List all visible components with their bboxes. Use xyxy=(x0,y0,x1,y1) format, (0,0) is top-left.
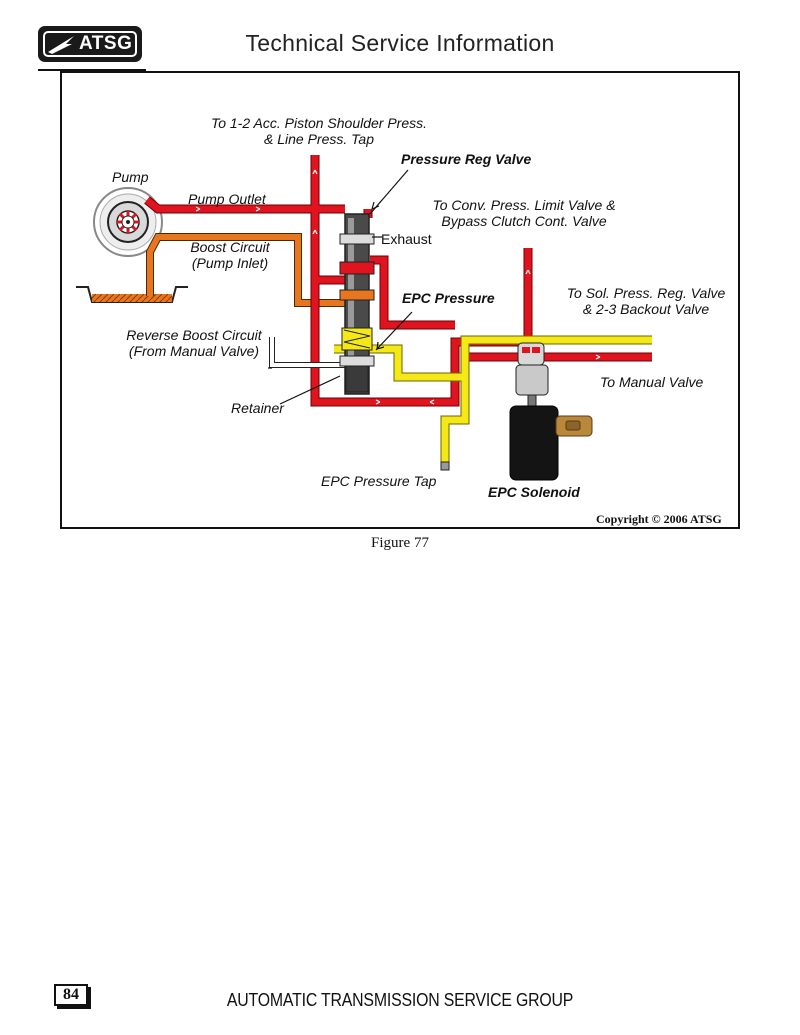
label-pump: Pump xyxy=(112,169,149,185)
pump xyxy=(93,187,163,257)
hydraulic-diagram xyxy=(76,155,652,481)
pressure-reg-valve xyxy=(339,213,375,395)
label-exhaust: Exhaust xyxy=(381,231,432,247)
label-boost-circuit: Boost Circuit (Pump Inlet) xyxy=(180,239,280,271)
label-conv-press-line1: To Conv. Press. Limit Valve & xyxy=(432,197,616,213)
logo-bird-icon xyxy=(48,36,74,54)
callout-leaders xyxy=(268,169,413,405)
label-boost-circuit-line1: Boost Circuit xyxy=(190,239,270,255)
label-reverse-boost-line2: (From Manual Valve) xyxy=(128,343,260,359)
reverse-boost-passage xyxy=(269,337,345,368)
footer-text: AUTOMATIC TRANSMISSION SERVICE GROUP xyxy=(226,990,574,1010)
logo-text: ATSG xyxy=(79,33,133,54)
label-epc-pressure-tap: EPC Pressure Tap xyxy=(321,473,437,489)
atsg-logo: ATSG xyxy=(38,26,142,62)
label-conv-press-line2: Bypass Clutch Cont. Valve xyxy=(441,213,607,229)
label-epc-solenoid: EPC Solenoid xyxy=(488,484,580,500)
label-acc-piston-line1: To 1-2 Acc. Piston Shoulder Press. xyxy=(210,115,428,131)
label-sol-press: To Sol. Press. Reg. Valve & 2-3 Backout … xyxy=(558,285,734,317)
epc-solenoid xyxy=(509,342,593,481)
oil-pan xyxy=(76,286,188,303)
header-divider xyxy=(38,69,146,71)
label-reverse-boost-line1: Reverse Boost Circuit xyxy=(126,327,262,343)
label-sol-press-line1: To Sol. Press. Reg. Valve xyxy=(566,285,726,301)
figure-frame xyxy=(60,71,740,529)
label-reverse-boost: Reverse Boost Circuit (From Manual Valve… xyxy=(116,327,272,359)
label-acc-piston-line2: & Line Press. Tap xyxy=(264,131,374,147)
page-number: 84 xyxy=(54,984,88,1006)
label-to-manual-valve: To Manual Valve xyxy=(600,374,704,390)
copyright-text: Copyright © 2006 ATSG xyxy=(596,512,722,526)
boost-circuit-passage xyxy=(146,233,345,307)
label-pump-outlet: Pump Outlet xyxy=(188,191,266,207)
label-pressure-reg-valve: Pressure Reg Valve xyxy=(401,151,532,167)
label-conv-press: To Conv. Press. Limit Valve & Bypass Clu… xyxy=(424,197,624,229)
label-acc-piston: To 1-2 Acc. Piston Shoulder Press. & Lin… xyxy=(202,115,436,147)
label-sol-press-line2: & 2-3 Backout Valve xyxy=(582,301,710,317)
label-epc-pressure: EPC Pressure xyxy=(402,290,495,306)
page-title: Technical Service Information xyxy=(245,30,555,56)
label-boost-circuit-line2: (Pump Inlet) xyxy=(191,255,269,271)
epc-pressure-passage xyxy=(334,335,652,471)
figure-caption: Figure 77 xyxy=(371,535,429,551)
label-retainer: Retainer xyxy=(231,400,284,416)
line-pressure-passage xyxy=(144,155,652,407)
